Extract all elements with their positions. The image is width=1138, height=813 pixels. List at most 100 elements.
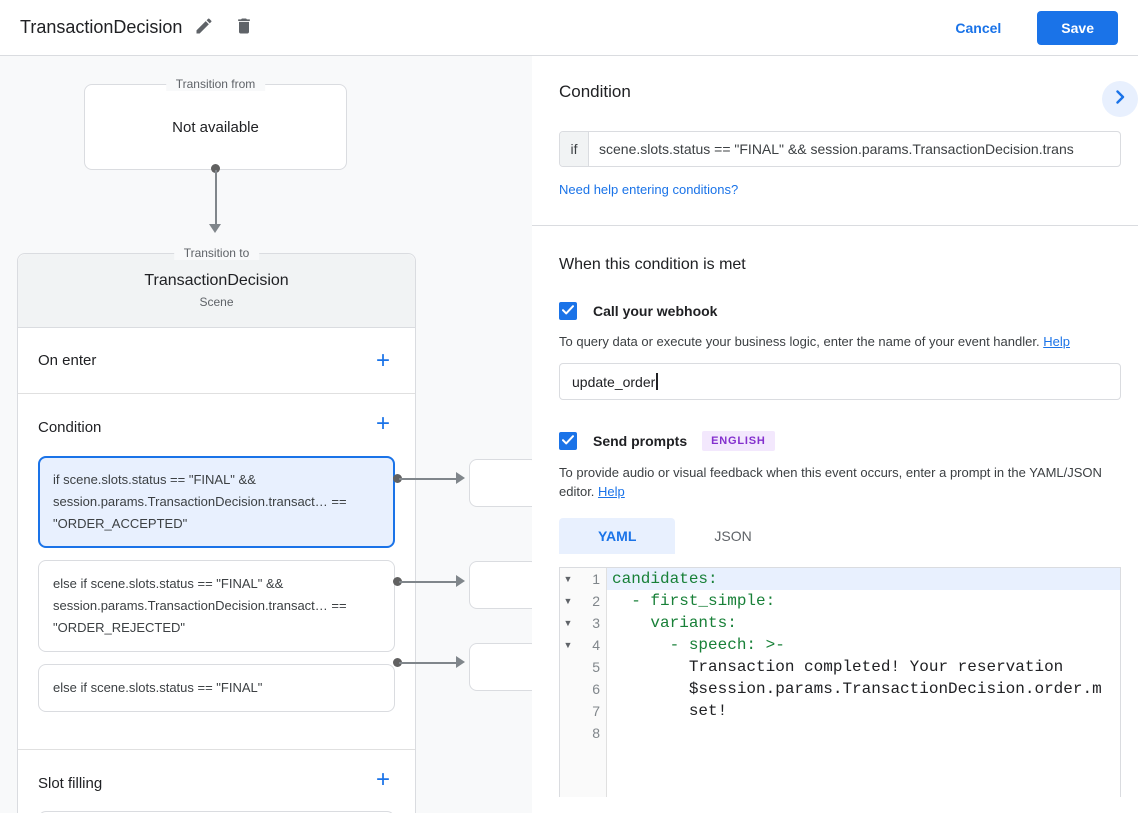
fold-arrow-icon[interactable]: ▼ — [563, 640, 573, 650]
line-number: 3 — [592, 615, 600, 631]
tab-yaml[interactable]: YAML — [559, 518, 676, 554]
trash-icon — [234, 16, 254, 39]
panel-title: Condition — [559, 82, 631, 101]
collapse-panel-button[interactable] — [1102, 81, 1138, 117]
cancel-button[interactable]: Cancel — [939, 12, 1017, 44]
scene-type: Scene — [199, 295, 234, 309]
yaml-editor[interactable]: ▼ 1 candidates: ▼ 2 - first_simple: ▼ 3 varian… — [559, 567, 1121, 797]
editor-tabs: YAML JSON — [559, 518, 1121, 554]
line-number: 6 — [592, 681, 600, 697]
when-condition-met-title: When this condition is met — [559, 256, 746, 273]
chevron-right-icon — [1115, 89, 1125, 109]
flow-arrow-down-icon — [209, 224, 221, 233]
call-webhook-checkbox[interactable] — [559, 302, 577, 320]
condition-section: Condition + if scene.slots.status == "FI… — [18, 394, 415, 750]
connector-dot — [393, 577, 402, 586]
check-icon — [562, 432, 574, 450]
transition-to-box: Transition to TransactionDecision Scene … — [17, 246, 416, 813]
language-badge: ENGLISH — [702, 431, 775, 451]
arrow-right-icon — [456, 575, 465, 587]
editor-line[interactable]: ▼ 3 variants: — [560, 612, 1120, 634]
transition-from-box: Transition from Not available — [84, 77, 347, 170]
condition-item-card[interactable]: else if scene.slots.status == "FINAL" &&… — [38, 560, 395, 652]
line-number: 4 — [592, 637, 600, 653]
tab-json[interactable]: JSON — [714, 528, 752, 544]
editor-line[interactable]: 5 Transaction completed! Your reservatio… — [560, 656, 1120, 678]
prompts-description: To provide audio or visual feedback when… — [559, 465, 1102, 499]
line-number: 5 — [592, 659, 600, 675]
if-prefix: if — [560, 132, 589, 166]
on-enter-label: On enter — [38, 352, 97, 369]
page-title: TransactionDecision — [20, 17, 183, 37]
editor-line[interactable]: ▼ 2 - first_simple: — [560, 590, 1120, 612]
line-text: variants: — [612, 614, 737, 632]
fold-arrow-icon[interactable]: ▼ — [563, 596, 573, 606]
transition-target-box[interactable] — [469, 643, 532, 691]
delete-button[interactable] — [226, 10, 262, 46]
connector-dot — [393, 474, 402, 483]
condition-expression-input[interactable]: if scene.slots.status == "FINAL" && sess… — [559, 131, 1121, 167]
editor-lines: ▼ 1 candidates: ▼ 2 - first_simple: ▼ 3 varian… — [560, 568, 1120, 744]
fold-arrow-icon[interactable]: ▼ — [563, 618, 573, 628]
connector-dot — [393, 658, 402, 667]
transition-target-box[interactable] — [469, 561, 532, 609]
editor-line[interactable]: ▼ 4 - speech: >- — [560, 634, 1120, 656]
editor-line[interactable]: 7 set! — [560, 700, 1120, 722]
fold-arrow-icon[interactable]: ▼ — [563, 574, 573, 584]
condition-item-card[interactable]: if scene.slots.status == "FINAL" && sess… — [38, 456, 395, 548]
save-button[interactable]: Save — [1037, 10, 1118, 45]
condition-items: if scene.slots.status == "FINAL" && sess… — [18, 456, 415, 712]
condition-3-connector — [393, 656, 469, 668]
line-text — [607, 722, 1120, 744]
webhook-help-link[interactable]: Help — [1043, 334, 1070, 349]
add-slot-button[interactable]: + — [371, 768, 395, 792]
webhook-description: To query data or execute your business l… — [559, 334, 1070, 349]
line-number: 8 — [592, 725, 600, 741]
prompts-help-link[interactable]: Help — [598, 484, 625, 499]
line-number: 7 — [592, 703, 600, 719]
arrow-right-icon — [456, 656, 465, 668]
condition-expression-value[interactable]: scene.slots.status == "FINAL" && session… — [599, 141, 1074, 157]
editor-line[interactable]: 6 $session.params.TransactionDecision.or… — [560, 678, 1120, 700]
line-text: $session.params.TransactionDecision.orde… — [612, 680, 1102, 698]
pencil-icon — [194, 16, 214, 39]
line-text: - first_simple: — [612, 592, 776, 610]
add-condition-button[interactable]: + — [371, 412, 395, 436]
check-icon — [562, 302, 574, 320]
line-text: - speech: >- — [612, 636, 785, 654]
slot-filling-section: Slot filling + Slot validation — [18, 750, 415, 813]
condition-2-connector — [393, 575, 469, 587]
slot-filling-label: Slot filling — [38, 775, 103, 792]
line-number: 1 — [592, 571, 600, 587]
line-number: 2 — [592, 593, 600, 609]
condition-detail-panel: Condition if scene.slots.status == "FINA… — [532, 56, 1138, 813]
send-prompts-label: Send prompts — [593, 433, 688, 449]
on-enter-section: On enter + — [18, 328, 415, 394]
condition-1-connector — [393, 472, 469, 484]
event-handler-value: update_order — [572, 373, 656, 390]
editor-gutter — [560, 568, 607, 797]
transition-from-content: Not available — [172, 118, 259, 136]
line-text: Transaction completed! Your reservation — [612, 658, 1064, 676]
app-bar: TransactionDecision Cancel Save — [0, 0, 1138, 56]
conditions-help-link[interactable]: Need help entering conditions? — [559, 182, 739, 197]
transition-to-label: Transition to — [173, 246, 260, 260]
text-caret — [656, 373, 658, 390]
add-on-enter-button[interactable]: + — [371, 348, 395, 373]
scene-card-header[interactable]: TransactionDecision Scene — [18, 254, 415, 328]
scene-name: TransactionDecision — [144, 272, 289, 289]
webhook-check-row: Call your webhook — [559, 302, 1121, 320]
line-text: candidates: — [607, 568, 1120, 590]
condition-item-card[interactable]: else if scene.slots.status == "FINAL" — [38, 664, 395, 712]
condition-section-label: Condition — [38, 419, 102, 436]
send-prompts-checkbox[interactable] — [559, 432, 577, 450]
transition-target-box[interactable] — [469, 459, 532, 507]
editor-line[interactable]: ▼ 1 candidates: — [560, 568, 1120, 590]
divider — [532, 225, 1138, 226]
event-handler-input[interactable]: update_order — [559, 363, 1121, 400]
transition-from-label: Transition from — [165, 77, 266, 91]
flow-canvas: Transition from Not available Transition… — [0, 56, 532, 813]
edit-button[interactable] — [186, 10, 222, 46]
editor-line[interactable]: 8 — [560, 722, 1120, 744]
